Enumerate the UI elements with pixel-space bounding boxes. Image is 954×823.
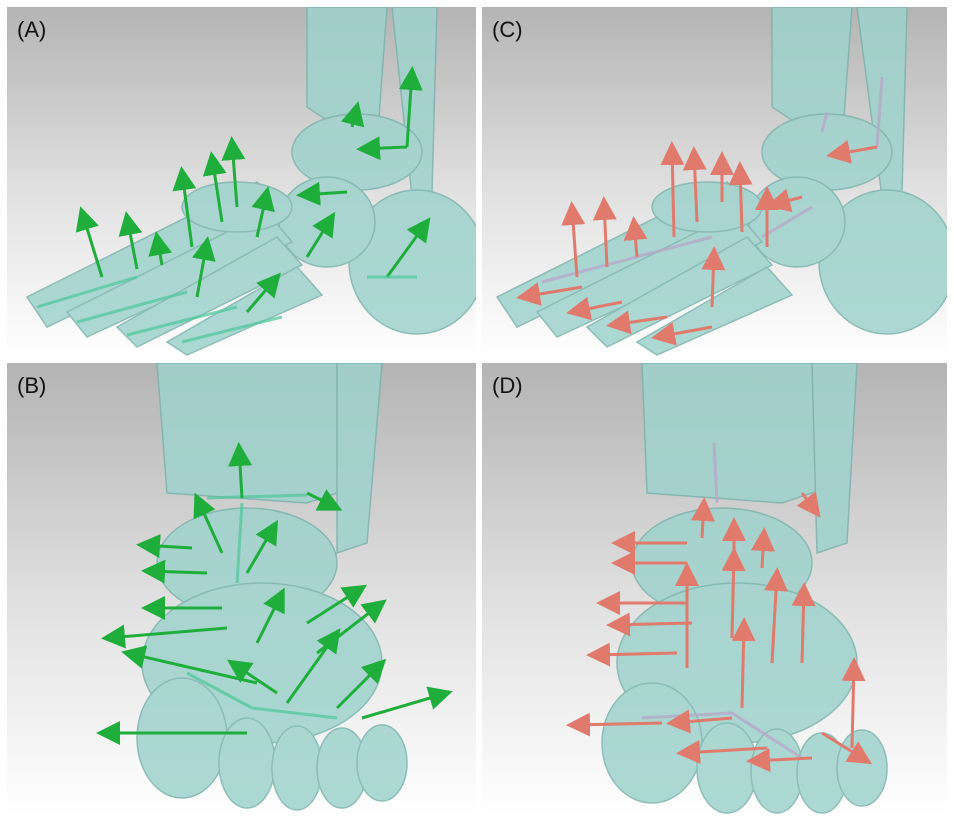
panel-label-c: (C) bbox=[492, 17, 523, 43]
panel-c: (C) bbox=[482, 7, 947, 357]
panel-a: (A) bbox=[7, 7, 476, 357]
foot-lateral-red bbox=[482, 7, 947, 357]
foot-anterior-green bbox=[7, 363, 476, 815]
panel-d: (D) bbox=[482, 363, 947, 815]
bones bbox=[137, 363, 407, 810]
panel-b: (B) bbox=[7, 363, 476, 815]
bones bbox=[27, 7, 476, 355]
panel-label-a: (A) bbox=[17, 17, 46, 43]
foot-anterior-red bbox=[482, 363, 947, 815]
panel-label-d: (D) bbox=[492, 373, 523, 399]
panel-label-b: (B) bbox=[17, 373, 46, 399]
foot-lateral-green bbox=[7, 7, 476, 357]
